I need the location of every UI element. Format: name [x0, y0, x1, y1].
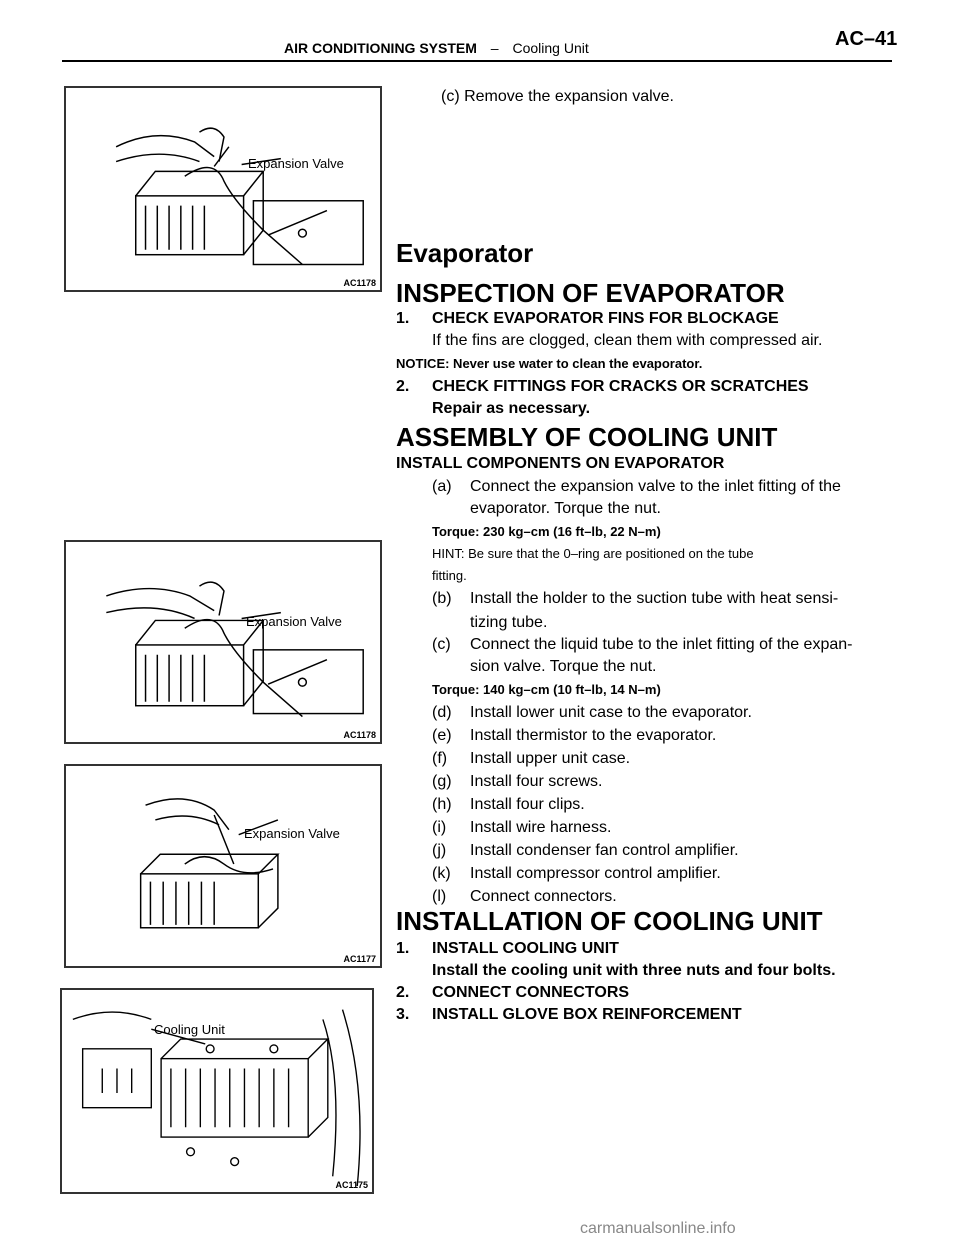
header-divider [62, 60, 892, 62]
figure-code: AC1177 [343, 954, 376, 964]
figure-code: AC1175 [335, 1180, 368, 1190]
figure-callout: Cooling Unit [154, 1022, 225, 1037]
inspection-item1-number: 1. [396, 310, 410, 327]
step-b-label: (b) [432, 590, 452, 607]
installation-item1-title: INSTALL COOLING UNIT [432, 940, 619, 957]
installation-item1-number: 1. [396, 940, 410, 957]
assembly-subheading: INSTALL COMPONENTS ON EVAPORATOR [396, 455, 725, 472]
installation-item3-number: 3. [396, 1006, 410, 1023]
inspection-item1-title: CHECK EVAPORATOR FINS FOR BLOCKAGE [432, 310, 779, 327]
inspection-item2-number: 2. [396, 378, 410, 395]
step-a-label: (a) [432, 478, 452, 495]
cooling-unit-illustration [72, 1009, 361, 1187]
step-b-line2: tizing tube. [470, 614, 548, 631]
step-g-label: (g) [432, 773, 452, 790]
figure-code: AC1178 [343, 278, 376, 288]
step-c-line1: Connect the liquid tube to the inlet fit… [470, 636, 853, 653]
installation-item1-text: Install the cooling unit with three nuts… [432, 962, 836, 979]
step-i-text: Install wire harness. [470, 819, 612, 836]
step-b-line1: Install the holder to the suction tube w… [470, 590, 839, 607]
step-f-text: Install upper unit case. [470, 750, 631, 767]
subsection-title: Evaporator [396, 238, 534, 268]
step-d-text: Install lower unit case to the evaporato… [470, 704, 752, 721]
step-e-label: (e) [432, 727, 452, 744]
expansion-valve-illustration [139, 798, 280, 929]
step-h-label: (h) [432, 796, 452, 813]
inspection-item2-title: CHECK FITTINGS FOR CRACKS OR SCRATCHES [432, 378, 809, 395]
page-number: AC–41 [835, 28, 898, 50]
step-d-label: (d) [432, 704, 452, 721]
installation-heading: INSTALLATION OF COOLING UNIT [396, 906, 823, 936]
step-h-text: Install four clips. [470, 796, 585, 813]
figure-callout: Expansion Valve [248, 156, 344, 171]
installation-item2-title: CONNECT CONNECTORS [432, 984, 630, 1001]
figure-code: AC1178 [343, 730, 376, 740]
step-g-text: Install four screws. [470, 773, 603, 790]
figure-callout: Expansion Valve [244, 826, 340, 841]
figure-expansion-valve-1: Expansion Valve AC1178 [64, 86, 382, 292]
hint-line1: HINT: Be sure that the 0–ring are positi… [432, 546, 754, 561]
figure-callout: Expansion Valve [246, 614, 342, 629]
step-j-label: (j) [432, 842, 447, 859]
step-f-label: (f) [432, 750, 448, 767]
step-a-line2: evaporator. Torque the nut. [470, 500, 661, 517]
torque-spec-2: Torque: 140 kg–cm (10 ft–lb, 14 N–m) [432, 682, 661, 697]
footer-watermark: carmanualsonline.info [580, 1220, 736, 1237]
header-section: Cooling Unit [512, 40, 589, 56]
installation-item2-number: 2. [396, 984, 410, 1001]
step-j-text: Install condenser fan control amplifier. [470, 842, 739, 859]
step-i-label: (i) [432, 819, 447, 836]
step-k-text: Install compressor control amplifier. [470, 865, 721, 882]
installation-item3-title: INSTALL GLOVE BOX REINFORCEMENT [432, 1006, 742, 1023]
step-c-remove: (c) Remove the expansion valve. [441, 88, 674, 105]
header-separator: – [490, 40, 499, 56]
step-a-line1: Connect the expansion valve to the inlet… [470, 478, 841, 495]
inspection-item2-text: Repair as necessary. [432, 400, 591, 417]
inspection-heading: INSPECTION OF EVAPORATOR [396, 278, 785, 308]
step-c-line2: sion valve. Torque the nut. [470, 658, 657, 675]
inspection-item1-text: If the fins are clogged, clean them with… [432, 332, 823, 349]
step-k-label: (k) [432, 865, 451, 882]
notice-text: NOTICE: Never use water to clean the eva… [396, 356, 703, 371]
running-header: AIR CONDITIONING SYSTEM – Cooling Unit [284, 40, 589, 56]
step-l-label: (l) [432, 888, 447, 905]
hint-line2: fitting. [432, 568, 467, 583]
figure-expansion-valve-3: Expansion Valve AC1177 [64, 764, 382, 968]
step-c-label: (c) [432, 636, 451, 653]
header-system: AIR CONDITIONING SYSTEM [284, 40, 477, 56]
step-l-text: Connect connectors. [470, 888, 617, 905]
figure-expansion-valve-2: Expansion Valve AC1178 [64, 540, 382, 744]
assembly-heading: ASSEMBLY OF COOLING UNIT [396, 422, 778, 452]
torque-spec-1: Torque: 230 kg–cm (16 ft–lb, 22 N–m) [432, 524, 661, 539]
figure-cooling-unit: Cooling Unit AC1175 [60, 988, 374, 1194]
expansion-valve-illustration [106, 581, 364, 718]
step-e-text: Install thermistor to the evaporator. [470, 727, 717, 744]
expansion-valve-illustration [115, 127, 364, 266]
